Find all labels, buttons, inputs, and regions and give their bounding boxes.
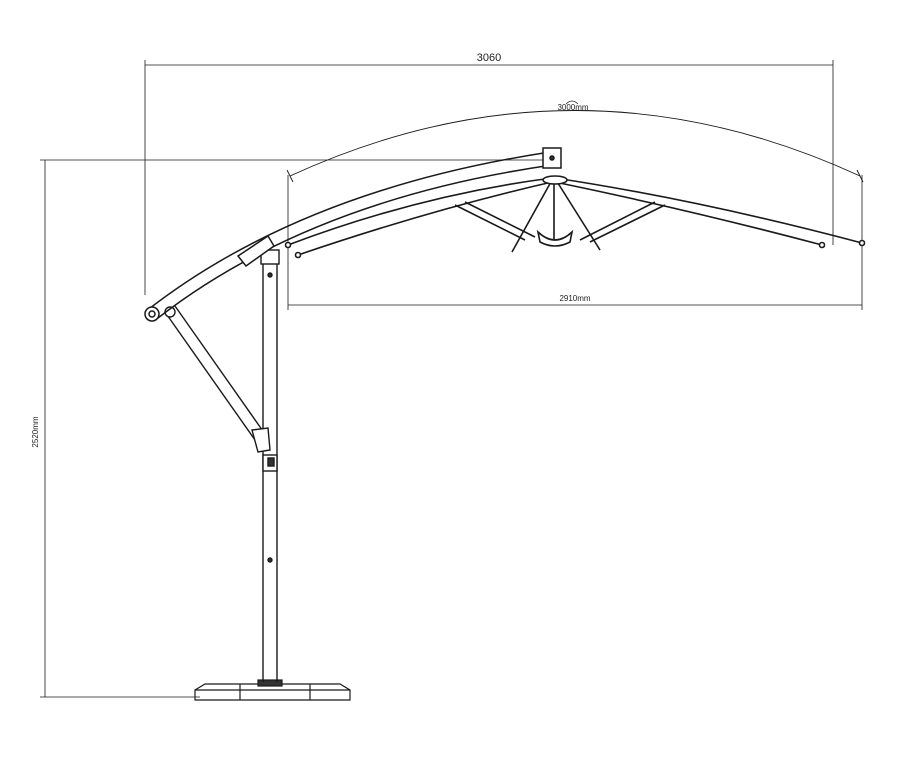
cantilever-arm xyxy=(144,147,562,322)
umbrella-base xyxy=(194,679,351,701)
height-label: 2520mm xyxy=(31,416,40,447)
arc-label: 3000mm xyxy=(557,103,588,112)
arc-dimension xyxy=(286,100,864,183)
span-dimension xyxy=(287,175,863,310)
width-dimension xyxy=(144,60,834,295)
umbrella-pole xyxy=(260,249,280,682)
width-label: 3060 xyxy=(477,52,501,64)
height-dimension xyxy=(40,159,545,698)
span-label: 2910mm xyxy=(559,294,590,303)
canopy-ribs xyxy=(284,175,866,259)
support-strut xyxy=(164,305,271,453)
